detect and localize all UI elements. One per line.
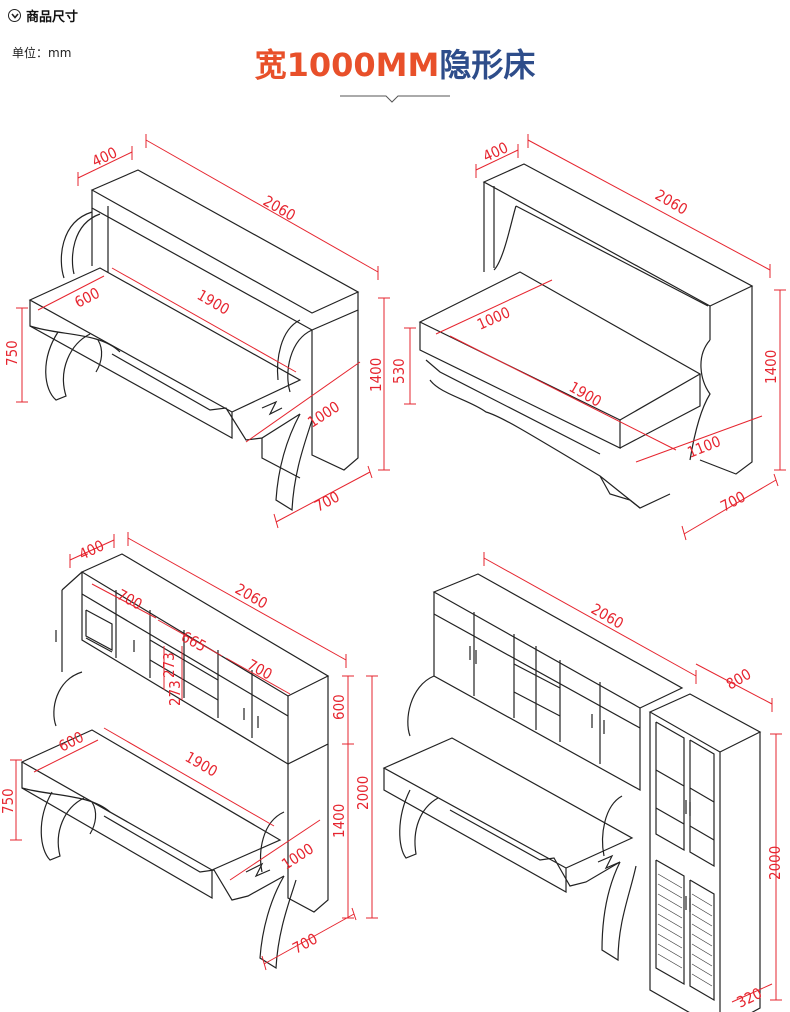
dim-800: 800 (723, 665, 754, 693)
figure-desk-with-wardrobe (382, 573, 762, 1012)
dim-600: 600 (330, 694, 348, 720)
dim-2060: 2060 (232, 580, 271, 613)
title-width: 宽1000MM (254, 46, 440, 84)
dim-273b: 273 (166, 680, 184, 706)
title-underline (340, 95, 450, 103)
dim-2000: 2000 (354, 776, 372, 810)
dim-1000: 1000 (304, 398, 343, 432)
dim-2060: 2060 (260, 192, 299, 225)
chevron-down-circle-icon (8, 9, 21, 22)
figure-bed-mode-dims (404, 134, 786, 541)
unit-label: 单位：mm (12, 46, 72, 60)
figure-desk-with-cabinets-dims (10, 532, 378, 971)
dim-700: 700 (311, 488, 342, 516)
title-product: 隐形床 (439, 46, 536, 84)
dim-700c: 700 (289, 930, 320, 958)
figure-desk-mode (28, 169, 360, 512)
dim-273a: 273 (160, 652, 178, 678)
dim-1400: 1400 (762, 350, 780, 384)
dim-1400: 1400 (367, 358, 385, 392)
dim-530: 530 (390, 358, 408, 384)
figure-desk-mode-dims (16, 134, 390, 529)
figure-desk-with-cabinets (20, 553, 330, 970)
dim-1900: 1900 (182, 748, 221, 781)
dim-750: 750 (0, 788, 17, 814)
dim-2060: 2060 (588, 600, 627, 633)
section-title: 商品尺寸 (26, 10, 79, 25)
dim-400: 400 (89, 143, 120, 170)
page-title: 宽1000MM隐形床 (0, 40, 790, 86)
dim-1900: 1900 (194, 286, 233, 319)
dim-1000: 1000 (278, 840, 317, 874)
dim-400: 400 (480, 138, 511, 165)
wardrobe-louvers (657, 873, 713, 987)
dim-1100: 1100 (685, 432, 724, 462)
dim-2000: 2000 (766, 846, 784, 880)
dim-1400: 1400 (330, 804, 348, 838)
dim-2060: 2060 (652, 186, 691, 219)
figure-desk-with-wardrobe-dims (483, 552, 782, 1003)
dim-400: 400 (76, 536, 107, 563)
section-header: 商品尺寸 (8, 6, 78, 25)
dim-750: 750 (3, 340, 21, 366)
